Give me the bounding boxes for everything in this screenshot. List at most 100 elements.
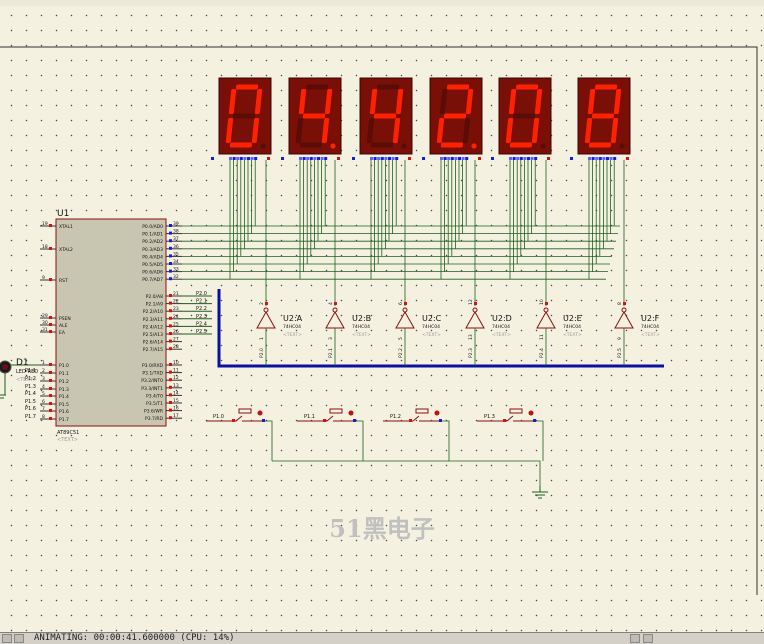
mcu-right-pin-dot xyxy=(169,347,172,351)
inverter-in-pin: 3 xyxy=(328,337,334,340)
digit-segment-a xyxy=(446,84,470,90)
seven-seg-digit xyxy=(281,77,342,160)
inverter-bubble xyxy=(263,307,269,313)
digit-segment-e xyxy=(505,118,514,143)
animation-status: ANIMATING: 00:00:41.600000 (CPU: 14%) xyxy=(34,633,235,643)
mcu-right-pin-num: 35 xyxy=(173,251,179,257)
digit-pin xyxy=(313,157,317,160)
mcu-right-pin-num: 36 xyxy=(173,244,179,250)
mcu-left-pin-name: XTAL2 xyxy=(59,247,73,253)
mcu-right-pin-dot xyxy=(169,393,172,397)
mcu-left-pin-num: 18 xyxy=(42,244,48,250)
digit-segment-d xyxy=(370,142,394,148)
digit-segment-f xyxy=(439,89,448,114)
mcu-left-pin-dot xyxy=(49,387,52,390)
p2-net-label: P2.2 xyxy=(196,306,207,312)
digit-pin xyxy=(447,157,451,160)
p2-bus xyxy=(217,289,664,368)
inverter-pin xyxy=(545,302,548,305)
stop-button[interactable] xyxy=(643,634,653,643)
digit-pin xyxy=(595,157,599,160)
mcu-right-pin-num: 22 xyxy=(173,299,179,305)
mcu-left-pin-num: 4 xyxy=(42,384,45,390)
step-button[interactable] xyxy=(14,634,24,643)
mcu-left-pin-num: 6 xyxy=(42,399,45,405)
mcu-left-pin-name: P1.0 xyxy=(59,363,69,369)
mcu-right-pin-dot xyxy=(169,378,172,382)
mcu-right-pin-name: P0.6/AD6 xyxy=(142,270,163,276)
digit-pin xyxy=(391,157,395,160)
digit-segment-f xyxy=(508,89,517,114)
mcu-right-pin-num: 11 xyxy=(173,368,179,374)
digit-segment-b xyxy=(465,89,474,114)
mcu-left-pin-num: 19 xyxy=(42,221,48,227)
mcu-right-pin-dot xyxy=(169,401,172,404)
digit-segment-e xyxy=(366,118,375,143)
digit-pin xyxy=(384,157,388,160)
mcu-left-pin-dot xyxy=(49,363,52,366)
inverter-ref: U2:F xyxy=(641,314,660,323)
mcu-left-pin-num: 7 xyxy=(42,406,45,412)
mcu-left-pin-name: XTAL1 xyxy=(59,224,73,230)
digit-segment-a xyxy=(594,84,618,90)
digit-pin xyxy=(523,157,527,160)
seven-seg-digit xyxy=(570,77,631,160)
pause-button[interactable] xyxy=(630,634,640,643)
play-button[interactable] xyxy=(2,634,12,643)
seven-seg-digit xyxy=(422,77,483,160)
digit-decimal-point xyxy=(330,143,336,149)
p2-net-label: P2.5 xyxy=(196,329,207,335)
button-pin xyxy=(232,419,235,422)
seven-seg-digit xyxy=(491,77,552,160)
push-button: P1.2 xyxy=(383,408,442,422)
inverter-out-pin: 6 xyxy=(398,302,404,305)
digit-segment-a xyxy=(376,84,400,90)
mcu-right-pin-dot xyxy=(169,301,172,305)
button-ground-wire xyxy=(439,420,450,461)
mcu-right-pin-num: 33 xyxy=(173,267,179,273)
mcu-left-pin-num: 3 xyxy=(42,376,45,382)
led-ref: D1 xyxy=(16,358,29,368)
mcu-u1[interactable]: U1AT89C51<TEXT>19XTAL118XTAL29RST29PSEN3… xyxy=(25,209,207,443)
p1-net-label: P1.6 xyxy=(25,406,36,412)
digit-common-pin xyxy=(478,157,481,160)
button-ground-wire xyxy=(262,420,273,461)
digit-segment-b xyxy=(613,89,622,114)
inverter-out-pin: 4 xyxy=(328,302,334,305)
digit-segment-e xyxy=(436,118,445,143)
mcu-right-pin-name: P0.1/AD1 xyxy=(142,232,163,238)
inverter-part: 74HC04 xyxy=(563,324,581,330)
mcu-right-pin-name: P2.4/A12 xyxy=(143,324,163,330)
inverter-part: 74HC04 xyxy=(492,324,510,330)
inverter-net: P2.5 xyxy=(617,348,623,358)
inverter-text: <TEXT> xyxy=(283,332,302,338)
mcu-right-pin-num: 27 xyxy=(173,337,179,343)
button-ground-wire xyxy=(533,420,544,461)
digit-pin xyxy=(229,157,232,160)
mcu-left-pin-num: 1 xyxy=(42,360,45,366)
button-net-label: P1.1 xyxy=(304,414,315,420)
mcu-right-pin-name: P2.6/A14 xyxy=(143,340,163,346)
mcu-right-pin-num: 13 xyxy=(173,383,179,389)
mcu-right-pin-dot xyxy=(169,254,172,258)
digit-segment-f xyxy=(369,89,378,114)
led-lens xyxy=(2,364,8,370)
digit-segment-e xyxy=(295,118,304,143)
digit-segment-c xyxy=(321,118,330,143)
mcu-right-pin-dot xyxy=(169,332,172,335)
inverter-out-pin: 2 xyxy=(259,302,265,305)
mcu-right-pin-name: P0.3/AD3 xyxy=(142,247,163,253)
digit-common-pin xyxy=(281,157,284,160)
digit-segment-d xyxy=(229,142,253,148)
digit-pin xyxy=(250,157,254,160)
inverter-net: P2.4 xyxy=(539,348,545,358)
watermark: 51黑电子 xyxy=(329,514,434,543)
inverter-net: P2.1 xyxy=(328,348,334,358)
digit-segment-d xyxy=(509,142,533,148)
inverter-bubble xyxy=(621,307,627,313)
digit-segment-d xyxy=(440,142,464,148)
inverter-ref: U2:B xyxy=(352,314,371,323)
mcu-left-pin-dot xyxy=(49,316,52,319)
